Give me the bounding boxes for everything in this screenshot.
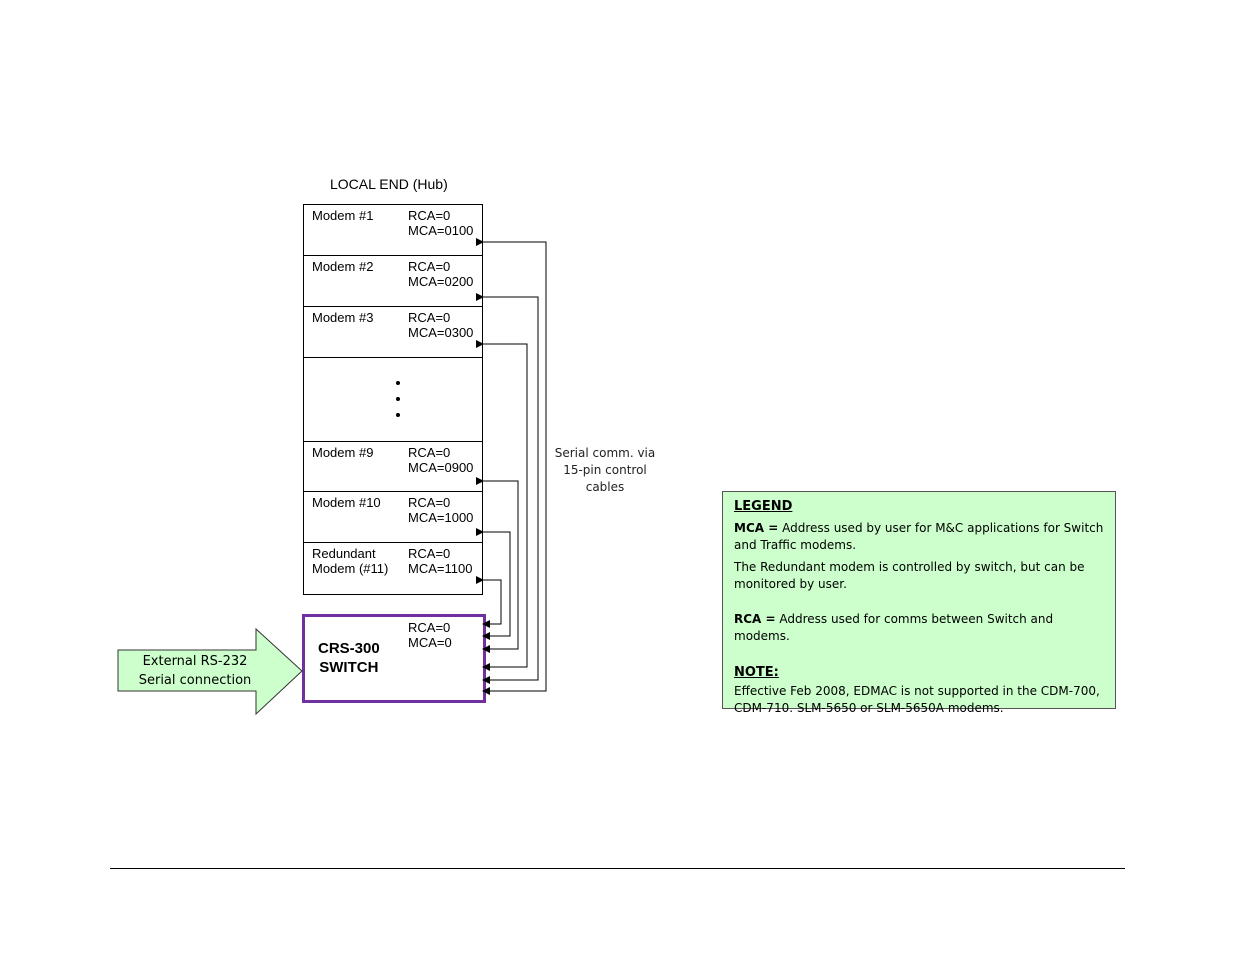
note-text: Effective Feb 2008, EDMAC is not support… bbox=[734, 684, 1100, 715]
serial-comm-label: Serial comm. via 15-pin control cables bbox=[553, 445, 657, 496]
legend-rca: RCA = Address used for comms between Swi… bbox=[734, 611, 1105, 645]
rca-value: RCA=0 bbox=[408, 495, 451, 510]
cable-modem-9 bbox=[476, 477, 519, 653]
mca-value: MCA=0100 bbox=[408, 223, 474, 238]
modem-name: Modem #2 bbox=[312, 259, 374, 274]
external-label-line: External RS-232 bbox=[142, 654, 248, 669]
switch-name-line: CRS-300 bbox=[318, 640, 380, 657]
ellipsis-row bbox=[304, 358, 482, 442]
external-connection-label: External RS-232 Serial connection bbox=[120, 652, 270, 690]
legend-box: LEGEND MCA = Address used by user for M&… bbox=[722, 491, 1116, 715]
rca-value: RCA=0 bbox=[408, 208, 451, 223]
modem-name: Modem #9 bbox=[312, 445, 374, 460]
ellipsis-dot bbox=[396, 397, 400, 401]
rca-value: RCA=0 bbox=[408, 546, 451, 561]
serial-label-line: 15-pin control bbox=[563, 463, 647, 477]
serial-label-line: cables bbox=[585, 480, 625, 494]
cable-modem-2 bbox=[476, 293, 539, 684]
mca-text: Address used by user for M&C application… bbox=[734, 521, 1104, 552]
note-heading: NOTE: bbox=[734, 665, 779, 680]
mca-value: MCA=0200 bbox=[408, 274, 474, 289]
mca-value: MCA=1100 bbox=[408, 561, 473, 576]
rca-value: RCA=0 bbox=[408, 259, 451, 274]
legend-heading: LEGEND bbox=[734, 499, 793, 514]
modem-name: Modem #1 bbox=[312, 208, 374, 223]
modem-name-line: Redundant bbox=[312, 546, 376, 561]
mca-value: MCA=0300 bbox=[408, 325, 474, 340]
cable-modem-10 bbox=[476, 528, 511, 640]
modem-name-line: Modem (#11) bbox=[312, 561, 389, 576]
legend-redundant: The Redundant modem is controlled by swi… bbox=[734, 560, 1085, 591]
switch-name-line: SWITCH bbox=[319, 659, 379, 676]
diagram-title: LOCAL END (Hub) bbox=[330, 176, 448, 192]
footer-rule bbox=[110, 868, 1125, 869]
external-arrow-shape bbox=[117, 627, 303, 716]
legend-mca: MCA = Address used by user for M&C appli… bbox=[734, 520, 1105, 554]
mca-key: MCA = bbox=[734, 521, 779, 535]
ellipsis-dot bbox=[396, 413, 400, 417]
mca-value: MCA=0 bbox=[408, 635, 452, 650]
cable-modem-3 bbox=[476, 340, 528, 671]
mca-value: MCA=0900 bbox=[408, 460, 474, 475]
rca-value: RCA=0 bbox=[408, 620, 451, 635]
ellipsis-dot bbox=[396, 381, 400, 385]
modem-name: Modem #10 bbox=[312, 495, 381, 510]
modem-name: Modem #3 bbox=[312, 310, 374, 325]
rca-key: RCA = bbox=[734, 612, 776, 626]
cable-redundant bbox=[476, 576, 502, 628]
rca-value: RCA=0 bbox=[408, 310, 451, 325]
serial-label-line: Serial comm. via bbox=[554, 446, 656, 460]
external-label-line: Serial connection bbox=[138, 673, 252, 688]
mca-value: MCA=1000 bbox=[408, 510, 474, 525]
cable-modem-1 bbox=[476, 238, 547, 695]
rca-text: Address used for comms between Switch an… bbox=[734, 612, 1054, 643]
rca-value: RCA=0 bbox=[408, 445, 451, 460]
